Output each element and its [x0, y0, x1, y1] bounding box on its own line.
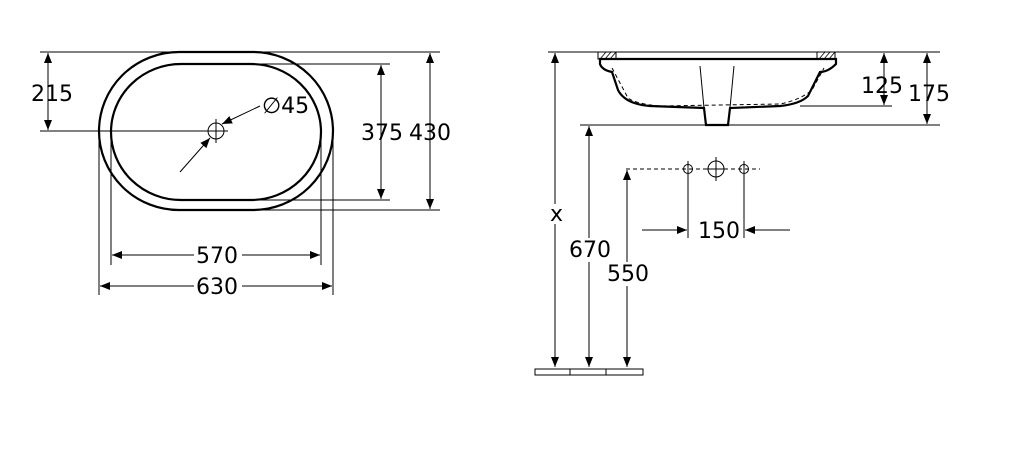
outer-depth-label: 430: [409, 121, 451, 146]
tap-spacing-label: 150: [698, 219, 740, 244]
tap-hole-right: [739, 161, 749, 177]
floor-line: [534, 368, 644, 376]
inner-width-label: 570: [196, 244, 238, 269]
basin-inner-hidden-line: [611, 67, 825, 107]
top-view: 215 ∅45 375 430 570 630: [31, 50, 451, 300]
drain-wall-right: [729, 65, 735, 109]
drain-height-label: 550: [607, 262, 649, 287]
tap-hole-center: [704, 157, 728, 181]
basin-profile: [598, 57, 838, 127]
drain-wall-left: [699, 65, 705, 109]
side-view: 125 175 150 x 670 550: [534, 51, 950, 376]
install-height-label: x: [550, 202, 563, 227]
hole-diameter-label: ∅45: [262, 94, 309, 119]
tap-hole-left: [683, 161, 693, 177]
bowl-depth-label: 125: [861, 74, 903, 99]
offset-label: 215: [31, 82, 73, 107]
inner-depth-label: 375: [361, 121, 403, 146]
total-depth-label: 175: [908, 82, 950, 107]
hole-leader-lower: [179, 137, 211, 173]
hole-leader-upper: [221, 105, 261, 125]
outer-width-label: 630: [196, 275, 238, 300]
install-height-label-bg: [548, 204, 564, 224]
drain-height-label-bg: [606, 262, 648, 286]
rim-height-label: 670: [569, 238, 611, 263]
rim-height-label-bg: [568, 238, 610, 262]
